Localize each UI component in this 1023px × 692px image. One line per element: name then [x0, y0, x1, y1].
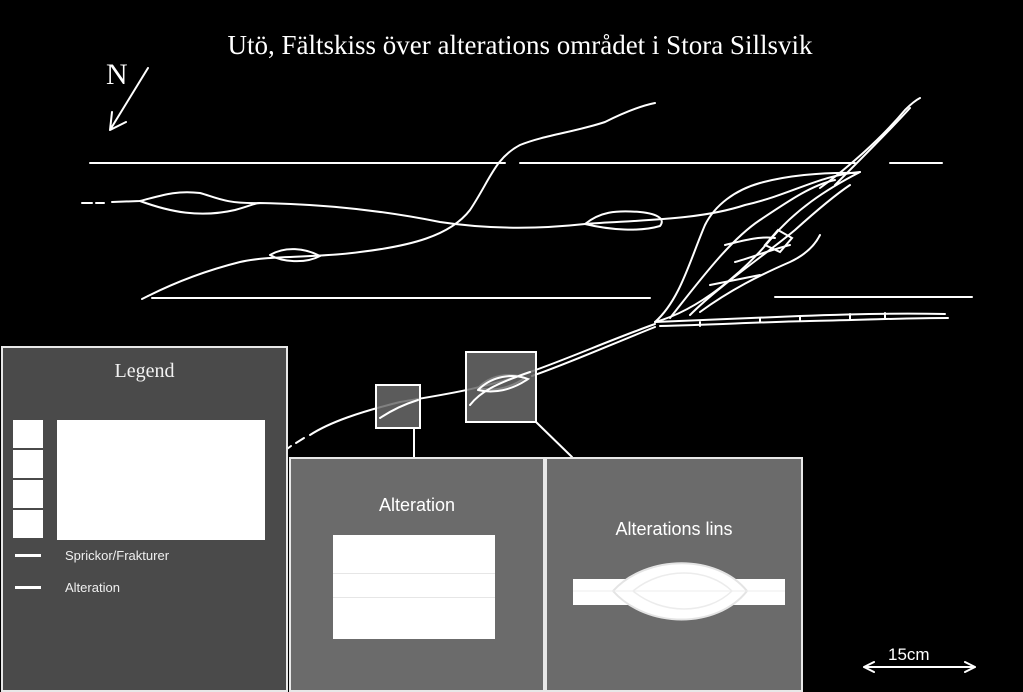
alteration-lens-upper — [139, 200, 261, 215]
fracture-zone-branch-3 — [689, 184, 851, 316]
detail-title: Alterations lins — [615, 519, 733, 539]
fracture-zone-cross-3 — [709, 274, 761, 286]
legend-item-label: Sprickor/Frakturer — [65, 548, 170, 563]
scale-bar-icon — [863, 661, 976, 673]
fracture-zone-upper-tail-2 — [834, 107, 911, 186]
fracture-zone-upper-tail — [819, 97, 921, 189]
legend-title: Legend — [114, 360, 175, 382]
white-line-icon — [15, 554, 41, 557]
legend-image-box — [57, 420, 265, 540]
detail-box-large-inner — [469, 371, 531, 406]
alteration-lens-icon — [573, 562, 785, 621]
detail-panel-lens: Alterations lins — [545, 457, 803, 692]
alteration-seam — [333, 573, 495, 574]
sketch-title: Utö, Fältskiss över alterations området … — [227, 30, 813, 60]
legend-item-fractures: Sprickor/Frakturer — [15, 548, 169, 563]
detail-box-small — [375, 384, 421, 429]
legend-panel: Legend Sprickor/Frakturer Alteration — [1, 346, 288, 692]
north-label: N — [106, 58, 128, 91]
legend-swatch-column — [13, 420, 43, 540]
fracture-zone-branch-2 — [669, 179, 836, 319]
white-line-icon — [15, 586, 41, 589]
legend-swatch — [13, 510, 43, 540]
detail-title: Alteration — [378, 495, 456, 515]
detail-panel-alteration: Alteration — [289, 457, 545, 692]
detail-box-large-lens — [477, 375, 531, 393]
dashed-tail — [286, 437, 305, 450]
scale-label: 15cm — [888, 645, 930, 664]
alteration-lens-middle — [269, 248, 323, 263]
legend-item-alteration: Alteration — [15, 580, 120, 595]
fracture-zone-lens — [763, 228, 794, 254]
connector-large — [535, 421, 573, 458]
north-arrow-icon — [109, 67, 149, 131]
alteration-vein-to-boxes-2 — [531, 326, 656, 377]
detail-box-small-inner — [379, 399, 419, 419]
fracture-zone-branch-4 — [699, 234, 821, 313]
legend-item-label: Alteration — [65, 580, 120, 595]
legend-swatch — [13, 420, 43, 450]
alteration-block — [333, 535, 495, 639]
legend-swatch — [13, 450, 43, 480]
alteration-vein-upper — [111, 171, 861, 229]
legend-swatch — [13, 480, 43, 510]
detail-box-large — [465, 351, 537, 423]
alteration-lens-right — [584, 210, 663, 231]
alteration-vein-middle — [147, 102, 656, 297]
alteration-seam — [333, 597, 495, 598]
fracture-zone-main — [654, 171, 859, 323]
vein-lower-ticks — [699, 312, 886, 327]
dashed-start-middle — [141, 295, 149, 300]
alteration-vein-lower-2 — [659, 317, 949, 327]
